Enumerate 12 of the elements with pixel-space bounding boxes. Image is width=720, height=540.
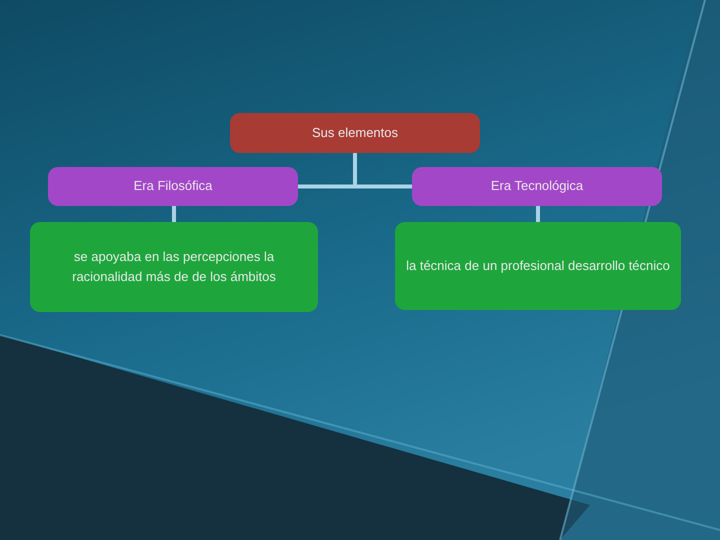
category-box	[48, 167, 298, 206]
node-text: la técnica de un profesional desarrollo técnico	[406, 256, 670, 275]
title-box	[230, 113, 480, 153]
node-text: Sus elementos	[312, 124, 398, 142]
category-box	[412, 167, 662, 206]
connector-line	[172, 206, 176, 222]
node-text: Era Filosófica	[134, 177, 212, 196]
connector-line	[536, 206, 540, 222]
description-box	[30, 222, 318, 312]
description-box	[395, 222, 681, 310]
node-text: se apoyaba en las percepciones la racionalidad más de de los ámbitos	[71, 248, 277, 286]
node-text: Era Tecnológica	[490, 177, 584, 196]
